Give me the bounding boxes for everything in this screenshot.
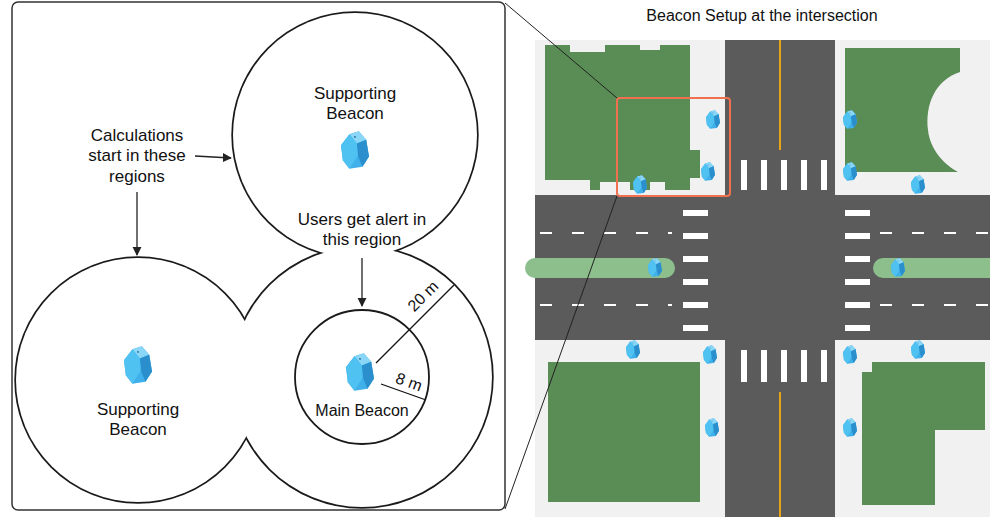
lane-line — [540, 304, 672, 306]
drawing-part — [801, 160, 807, 190]
zoom-panel — [12, 2, 505, 510]
annotation: Users get alert in this region — [297, 210, 427, 251]
building — [545, 45, 700, 190]
median — [873, 258, 990, 278]
building — [862, 362, 985, 505]
center-line — [779, 40, 781, 150]
beacon-icon — [346, 353, 374, 390]
beacon-icon — [911, 340, 925, 359]
beacon-icon — [703, 345, 717, 364]
drawing-part — [781, 350, 787, 382]
drawing-part — [845, 210, 870, 216]
center-line — [779, 392, 781, 517]
lane-line — [880, 304, 990, 306]
beacon-group — [626, 110, 925, 437]
zoom-line — [505, 196, 617, 509]
annotation: Beacon Setup at the intersection — [646, 6, 877, 25]
drawing-part — [761, 350, 767, 382]
beacon-icon — [633, 175, 647, 194]
drawing-part — [232, 247, 492, 507]
support-range-circle: Supporting Beacon — [16, 258, 260, 502]
circle-outline — [233, 13, 477, 257]
beacon-icon — [843, 345, 857, 364]
intersection-map — [525, 40, 990, 517]
beacon-label: Supporting Beacon — [303, 84, 407, 125]
beacon-label: Supporting Beacon — [86, 400, 190, 441]
drawing-part — [821, 350, 827, 382]
drawing-part — [233, 13, 477, 257]
drawing-part — [683, 210, 708, 216]
drawing-part — [845, 325, 870, 331]
label-holder: Beacon Setup at the intersection — [646, 6, 877, 25]
drawing-part — [845, 279, 870, 285]
main-range-circle — [232, 247, 492, 507]
leader-arrow — [195, 156, 231, 158]
lane-line — [540, 232, 672, 234]
beacon-label: Main Beacon — [302, 401, 422, 420]
lane-line — [880, 232, 990, 234]
drawing-part — [845, 233, 870, 239]
drawing-part — [683, 302, 708, 308]
drawing-part — [741, 350, 747, 382]
median — [525, 258, 675, 278]
zoom-box — [617, 98, 730, 196]
label-holder: Calculations start in these regions — [81, 126, 193, 187]
beacon-icon — [341, 131, 369, 168]
beacon-icon — [626, 340, 640, 359]
beacon-icon — [843, 162, 857, 181]
drawing-part — [683, 279, 708, 285]
beacon-icon — [891, 258, 905, 277]
beacon-icon — [843, 418, 857, 437]
beacon-icon — [843, 110, 857, 129]
drawing-part — [683, 233, 708, 239]
building — [845, 48, 960, 172]
crosswalks — [683, 160, 870, 382]
leader-arrow — [136, 192, 137, 255]
beacon-icon — [701, 162, 715, 181]
circle-outline — [16, 258, 260, 502]
label-holder: Users get alert in this region — [297, 210, 427, 251]
drawing-part — [781, 160, 787, 190]
leader-arrow — [361, 258, 362, 306]
beacon-icon — [911, 175, 925, 194]
drawing-part — [761, 160, 767, 190]
drawing-part — [741, 160, 747, 190]
annotation: Calculations start in these regions — [81, 126, 193, 187]
beacon-icon — [124, 346, 152, 383]
circle-outline — [16, 258, 260, 502]
drawing-part — [801, 350, 807, 382]
circle-outline — [295, 310, 429, 444]
drawing-part — [683, 256, 708, 262]
drawing-part — [683, 325, 708, 331]
drawing-part — [16, 258, 260, 502]
map-ground — [535, 40, 990, 517]
beacon-icon — [706, 110, 720, 129]
building — [548, 362, 700, 502]
zoom-line — [505, 3, 617, 98]
drawing-part — [845, 302, 870, 308]
beacon-icon — [705, 418, 719, 437]
drawing-part — [845, 256, 870, 262]
drawing-part — [821, 160, 827, 190]
beacon-icon — [648, 258, 662, 277]
